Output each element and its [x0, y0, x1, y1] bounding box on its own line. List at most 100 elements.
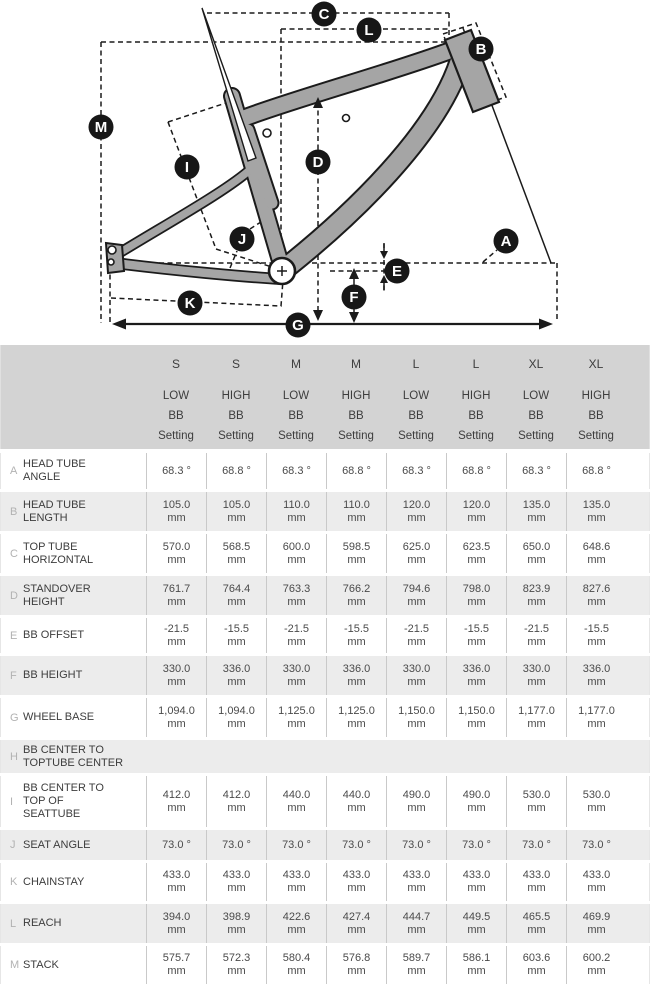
row-spacer: [626, 618, 649, 653]
value: 1,177.0: [518, 704, 555, 717]
dropout-bolt-upper: [107, 245, 117, 255]
value: 576.8: [342, 952, 371, 964]
header-spacer: [626, 345, 649, 449]
unit: mm: [467, 801, 486, 814]
row-letter: E: [10, 629, 18, 642]
value: 110.0: [343, 498, 370, 511]
wheelbase-arrow-right: [539, 318, 553, 330]
seat-angle-leader-lower: [229, 250, 238, 269]
unit: mm: [287, 923, 306, 936]
value: 794.6: [402, 582, 431, 595]
callout-C: C: [311, 1, 337, 27]
value: 330.0: [282, 662, 311, 675]
size-label: S: [171, 357, 180, 371]
row-label: BB HEIGHT: [23, 669, 83, 681]
callout-I: I: [174, 154, 200, 180]
unit: mm: [287, 635, 306, 648]
value: 433.0: [522, 869, 551, 881]
chainstay-line: [110, 279, 284, 307]
size-label: M: [291, 357, 301, 371]
unit: mm: [407, 882, 426, 894]
unit: mm: [227, 553, 246, 566]
geometry-value-cell: 68.3 °: [266, 453, 326, 489]
measurement-dashed-lines: [100, 12, 558, 323]
row-letter: H: [10, 750, 18, 763]
value: 105.0: [222, 498, 251, 511]
value: 73.0 °: [282, 838, 311, 851]
standover-arrow-down: [313, 310, 323, 321]
row-label-cell: F BB HEIGHT: [1, 656, 146, 695]
row-spacer: [626, 946, 649, 984]
value: 120.0: [402, 498, 431, 511]
size-label: S: [231, 357, 240, 371]
svg-text:I: I: [185, 159, 189, 176]
value: 440.0: [342, 788, 371, 801]
value: 398.9: [222, 910, 251, 923]
unit: mm: [467, 595, 486, 608]
value: 1,150.0: [398, 704, 435, 717]
chainstay: [110, 258, 286, 284]
value: 135.0: [522, 498, 551, 511]
value: 68.8 °: [582, 464, 611, 477]
unit: mm: [527, 923, 546, 936]
seattube-axis-needle: [201, 7, 257, 162]
unit: mm: [587, 553, 606, 566]
unit: mm: [587, 595, 606, 608]
unit: mm: [587, 801, 606, 814]
geometry-value-cell: 73.0 °: [446, 830, 506, 860]
svg-text:D: D: [313, 154, 324, 171]
unit: mm: [227, 882, 246, 894]
rear-axle: [107, 258, 115, 266]
value: 412.0: [162, 788, 191, 801]
unit: mm: [587, 923, 606, 936]
row-letter: F: [10, 669, 17, 682]
size-label: XL: [528, 357, 544, 371]
value: 440.0: [282, 788, 311, 801]
unit: mm: [347, 635, 366, 648]
unit: mm: [347, 882, 366, 894]
seat-angle-leader-upper: [249, 219, 265, 230]
unit: mm: [587, 675, 606, 688]
rocker: [242, 124, 278, 209]
svg-text:C: C: [319, 6, 330, 23]
value: 433.0: [582, 869, 611, 881]
value: 68.3 °: [402, 464, 431, 477]
geometry-value-cell: 68.8 °: [206, 453, 266, 489]
